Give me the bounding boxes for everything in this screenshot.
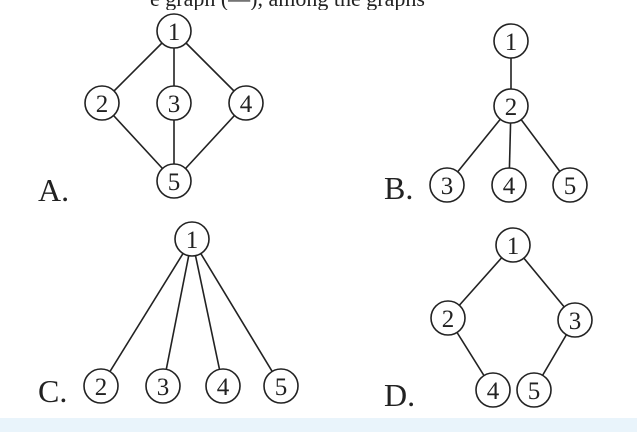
question-text-fragment: e graph (—), among the graphs xyxy=(150,0,425,10)
svg-text:3: 3 xyxy=(441,173,454,200)
svg-text:4: 4 xyxy=(240,91,253,118)
node-a-5: 5 xyxy=(156,163,192,199)
node-a-4: 4 xyxy=(228,85,264,121)
svg-text:3: 3 xyxy=(569,308,582,335)
option-d-label: D. xyxy=(384,377,415,413)
option-c-label: C. xyxy=(38,373,67,409)
svg-text:4: 4 xyxy=(503,173,516,200)
cropped-question-text: e graph (—), among the graphs xyxy=(0,0,637,10)
node-c-3: 3 xyxy=(145,368,181,404)
svg-text:1: 1 xyxy=(505,29,518,56)
option-b-label: B. xyxy=(384,170,413,206)
option-a-graph: 1 2 3 4 5 A. xyxy=(38,13,264,208)
svg-text:1: 1 xyxy=(186,227,199,254)
node-b-2: 2 xyxy=(493,88,529,124)
svg-text:2: 2 xyxy=(95,374,108,401)
node-c-4: 4 xyxy=(205,368,241,404)
node-d-3: 3 xyxy=(557,302,593,338)
svg-text:5: 5 xyxy=(528,378,541,405)
node-b-1: 1 xyxy=(493,23,529,59)
svg-text:2: 2 xyxy=(505,94,518,121)
option-b-graph: 1 2 3 4 5 B. xyxy=(384,23,588,206)
svg-text:1: 1 xyxy=(168,19,181,46)
node-a-1: 1 xyxy=(156,13,192,49)
node-d-5: 5 xyxy=(516,372,552,408)
svg-text:3: 3 xyxy=(157,374,170,401)
bottom-band xyxy=(0,418,637,432)
svg-text:5: 5 xyxy=(168,169,181,196)
node-d-4: 4 xyxy=(475,372,511,408)
edge-c-1-4 xyxy=(191,238,224,387)
node-c-1: 1 xyxy=(174,221,210,257)
node-b-5: 5 xyxy=(552,167,588,203)
option-c-graph: 1 2 3 4 5 C. xyxy=(38,221,299,409)
node-c-5: 5 xyxy=(263,368,299,404)
svg-text:5: 5 xyxy=(564,173,577,200)
node-d-2: 2 xyxy=(430,300,466,336)
svg-text:4: 4 xyxy=(487,378,500,405)
svg-text:2: 2 xyxy=(442,306,455,333)
svg-text:3: 3 xyxy=(168,91,181,118)
node-a-3: 3 xyxy=(156,85,192,121)
svg-text:4: 4 xyxy=(217,374,230,401)
node-a-2: 2 xyxy=(84,85,120,121)
edge-c-1-3 xyxy=(162,238,193,387)
svg-text:1: 1 xyxy=(507,233,520,260)
edge-c-1-5 xyxy=(191,238,282,387)
option-a-label: A. xyxy=(38,172,69,208)
node-b-4: 4 xyxy=(491,167,527,203)
option-d-graph: 1 2 3 4 5 D. xyxy=(384,227,593,413)
edge-c-1-2 xyxy=(100,238,193,387)
node-d-1: 1 xyxy=(495,227,531,263)
node-b-3: 3 xyxy=(429,167,465,203)
node-c-2: 2 xyxy=(83,368,119,404)
svg-text:2: 2 xyxy=(96,91,109,118)
svg-text:5: 5 xyxy=(275,374,288,401)
